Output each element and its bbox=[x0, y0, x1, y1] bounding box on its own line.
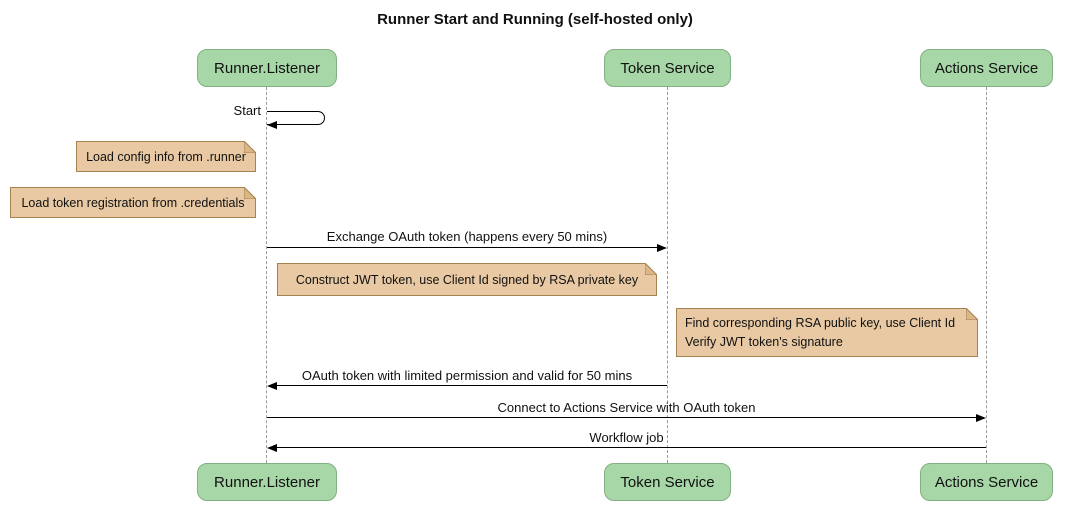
diagram-title: Runner Start and Running (self-hosted on… bbox=[377, 11, 693, 28]
note-fold-icon bbox=[243, 139, 258, 154]
note-load-token-registration: Load token registration from .credential… bbox=[10, 185, 258, 218]
note-text: Load config info from .runner bbox=[86, 149, 246, 164]
note-text-line1: Find corresponding RSA public key, use C… bbox=[685, 316, 956, 331]
message-line bbox=[276, 447, 986, 448]
message-label-oauth-return: OAuth token with limited permission and … bbox=[301, 368, 633, 383]
message-line bbox=[267, 247, 657, 248]
arrowhead-left-icon bbox=[267, 444, 277, 452]
note-text: Construct JWT token, use Client Id signe… bbox=[295, 272, 639, 287]
message-line bbox=[267, 417, 976, 418]
lifeline-token-service bbox=[667, 87, 668, 463]
arrowhead-right-icon bbox=[657, 244, 667, 252]
arrowhead-left-icon bbox=[267, 121, 277, 129]
note-construct-jwt: Construct JWT token, use Client Id signe… bbox=[277, 261, 659, 296]
participant-runner-listener-bottom: Runner.Listener bbox=[197, 463, 337, 501]
arrowhead-left-icon bbox=[267, 382, 277, 390]
note-fold-icon bbox=[243, 185, 258, 200]
note-fold-icon bbox=[965, 306, 980, 321]
note-verify-jwt: Find corresponding RSA public key, use C… bbox=[676, 306, 980, 357]
lifeline-runner-listener bbox=[266, 87, 267, 463]
participant-actions-service-top: Actions Service bbox=[920, 49, 1053, 87]
note-text-line2: Verify JWT token's signature bbox=[685, 334, 843, 349]
message-label-exchange-oauth: Exchange OAuth token (happens every 50 m… bbox=[326, 229, 608, 244]
message-label-start: Start bbox=[233, 103, 261, 118]
message-label-workflow-job: Workflow job bbox=[589, 430, 664, 445]
lifeline-actions-service bbox=[986, 87, 987, 463]
note-text: Find corresponding RSA public key, use C… bbox=[685, 314, 955, 350]
participant-runner-listener-top: Runner.Listener bbox=[197, 49, 337, 87]
note-load-config: Load config info from .runner bbox=[76, 139, 258, 172]
self-message-loop bbox=[267, 111, 325, 125]
note-fold-icon bbox=[644, 261, 659, 276]
message-label-connect-actions: Connect to Actions Service with OAuth to… bbox=[497, 400, 756, 415]
participant-token-service-bottom: Token Service bbox=[604, 463, 731, 501]
arrowhead-right-icon bbox=[976, 414, 986, 422]
message-line bbox=[276, 385, 667, 386]
note-text: Load token registration from .credential… bbox=[21, 195, 245, 210]
participant-actions-service-bottom: Actions Service bbox=[920, 463, 1053, 501]
participant-token-service-top: Token Service bbox=[604, 49, 731, 87]
